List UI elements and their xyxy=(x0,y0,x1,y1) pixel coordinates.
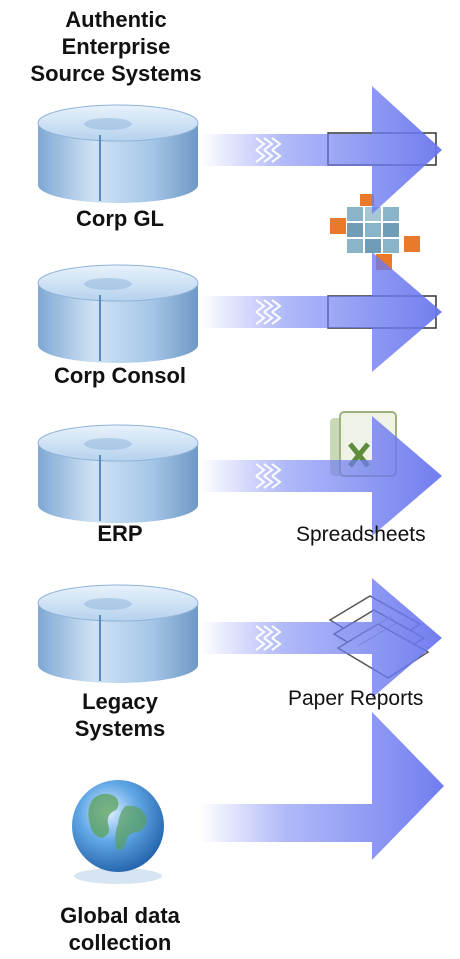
database-icon xyxy=(37,584,199,683)
database-icon xyxy=(37,424,199,523)
arrow-icon xyxy=(200,712,444,860)
title-line-2: Enterprise xyxy=(61,34,171,59)
source-label-erp: ERP xyxy=(20,520,220,547)
arrow-icon xyxy=(200,578,442,698)
source-label-line: ERP xyxy=(97,521,143,546)
source-label-corp-gl: Corp GL xyxy=(20,205,220,232)
source-label-global-data-collection: Global data collection xyxy=(10,902,230,956)
source-label-line: Global data xyxy=(60,903,180,928)
source-label-line: Legacy xyxy=(82,689,158,714)
title-line-1: Authentic xyxy=(65,7,167,32)
spreadsheets-label: Spreadsheets xyxy=(296,523,426,546)
diagram-title: Authentic Enterprise Source Systems xyxy=(0,6,232,87)
title-line-3: Source Systems xyxy=(30,61,202,86)
source-label-line: Systems xyxy=(74,716,166,741)
arrow-icon xyxy=(200,86,442,214)
globe-icon xyxy=(72,780,164,884)
database-icon xyxy=(37,264,199,363)
arrow-icon xyxy=(200,416,442,536)
paper-reports-label: Paper Reports xyxy=(288,687,424,710)
source-label-corp-consol: Corp Consol xyxy=(5,362,235,389)
source-label-line: collection xyxy=(68,930,172,955)
source-label-legacy-systems: Legacy Systems xyxy=(20,688,220,742)
arrow-icon xyxy=(200,252,442,372)
source-label-line: Corp GL xyxy=(76,206,164,231)
source-label-line: Corp Consol xyxy=(54,363,186,388)
database-icon xyxy=(37,104,199,203)
